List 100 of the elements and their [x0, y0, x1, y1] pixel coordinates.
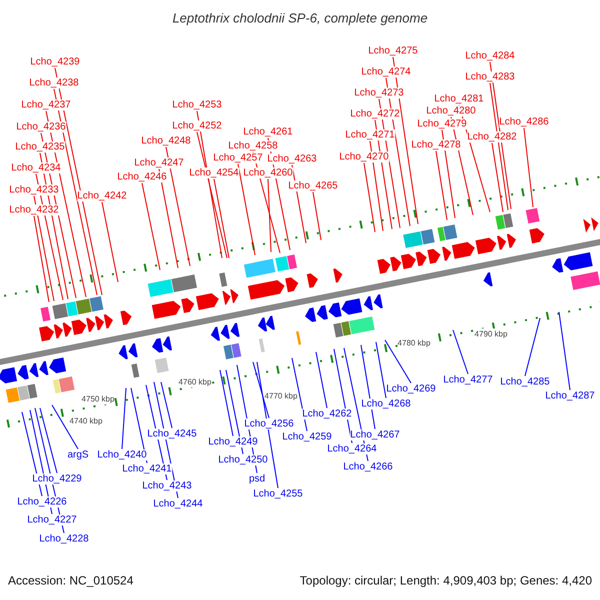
leader-line [268, 178, 272, 252]
gene-label: Lcho_4280 [426, 106, 476, 116]
gene-label: Lcho_4274 [361, 66, 411, 78]
gene-label: Lcho_4255 [253, 488, 303, 500]
leader-line [442, 130, 456, 218]
leader-line [436, 150, 448, 220]
leader-line [158, 168, 178, 268]
accession-label: Accession: NC_010524 [8, 576, 134, 586]
gene-label: Lcho_4227 [27, 514, 77, 526]
leader-line [364, 162, 376, 232]
gene-label: Lcho_4259 [282, 432, 332, 442]
leader-line [54, 88, 98, 296]
gene-label: Lcho_4250 [218, 454, 268, 466]
gene-label: Lcho_4237 [21, 100, 71, 110]
leader-line [196, 132, 228, 258]
leader-line [524, 128, 534, 208]
gene-label: Lcho_4256 [244, 418, 294, 430]
leader-line [238, 164, 256, 256]
gene-label: Lcho_4249 [208, 436, 258, 448]
scale-label: 4770 kbp [264, 390, 298, 402]
map-title: Leptothrix cholodnii SP-6, complete genome [172, 12, 428, 24]
leader-line [376, 342, 386, 398]
gene-label: Lcho_4245 [147, 428, 197, 440]
leader-line [102, 202, 118, 282]
gene-label: Lcho_4257 [213, 152, 263, 164]
scale-label: 4750 kbp [82, 394, 114, 404]
gene-label: Lcho_4254 [189, 168, 239, 178]
gene-label: Lcho_4253 [172, 100, 222, 110]
gene-label: Lcho_4264 [327, 444, 377, 454]
scale-label: 4740 kbp [70, 416, 102, 426]
leader-line [558, 312, 570, 390]
gene-label: Lcho_4248 [141, 136, 191, 146]
leader-line [256, 362, 278, 488]
gene-label: Lcho_4252 [172, 120, 222, 132]
gene-label: Lcho_4246 [117, 172, 167, 182]
gene-label: Lcho_4286 [499, 116, 549, 128]
gene-label: Lcho_4260 [243, 168, 293, 178]
gene-label: Lcho_4270 [339, 152, 389, 162]
leader-line [214, 178, 230, 258]
gene-label: Lcho_4279 [417, 118, 467, 130]
leader-line [392, 56, 418, 224]
gene-label: Lcho_4247 [134, 158, 184, 168]
gene-label: Lcho_4238 [29, 78, 79, 88]
gene-label: Lcho_4278 [411, 140, 461, 150]
leader-line [160, 382, 172, 428]
leader-line [312, 192, 322, 240]
gene-label: Lcho_4226 [17, 496, 67, 508]
leader-line [524, 318, 540, 376]
gene-label: Lcho_4275 [368, 46, 418, 56]
gene-label: Lcho_4236 [16, 122, 66, 132]
gene-label: Lcho_4284 [465, 50, 515, 62]
gene-label: Lcho_4271 [345, 130, 395, 140]
leader-line [360, 344, 376, 430]
gene-label: Lcho_4263 [267, 154, 317, 164]
leader-line [452, 330, 468, 374]
gene-label: psd [248, 474, 266, 484]
gene-label: Lcho_4272 [350, 108, 400, 120]
leader-line [316, 352, 328, 408]
gene-label: Lcho_4281 [434, 94, 484, 104]
gene-label: Lcho_4261 [243, 126, 293, 138]
leader-line [52, 404, 78, 450]
gene-label: Lcho_4287 [545, 390, 595, 402]
gene-label: Lcho_4240 [97, 450, 147, 460]
leader-line [252, 362, 270, 418]
leader-line [490, 82, 508, 210]
gene-label: Lcho_4269 [386, 384, 436, 394]
scale-label: 4780 kbp [398, 338, 430, 348]
gene-label: Lcho_4244 [153, 498, 203, 510]
leader-line [220, 370, 234, 436]
leader-line [40, 408, 58, 474]
leader-line [384, 340, 412, 384]
gene-label: Lcho_4233 [9, 184, 59, 196]
gene-label: Lcho_4241 [122, 464, 172, 474]
gene-label: Lcho_4258 [228, 140, 278, 152]
gene-label: Lcho_4283 [465, 72, 515, 82]
leader-line [22, 412, 42, 496]
gene-label: Lcho_4282 [467, 132, 517, 142]
scale-label: 4760 kbp [178, 376, 212, 388]
gene-label: Lcho_4242 [77, 190, 127, 202]
gene-label: Lcho_4228 [39, 534, 89, 544]
scale-label: 4790 kbp [474, 328, 508, 340]
gene-label: Lcho_4285 [500, 376, 550, 388]
gene-label: Lcho_4232 [9, 204, 59, 216]
gene-label: Lcho_4243 [142, 480, 192, 492]
gene-label: Lcho_4267 [350, 430, 400, 440]
gene-label: Lcho_4229 [32, 474, 82, 484]
gene-label: Lcho_4265 [288, 180, 338, 192]
gene-label: Lcho_4268 [361, 398, 411, 410]
gene-label: Lcho_4277 [443, 374, 493, 386]
leader-line [166, 146, 190, 266]
gene-label: Lcho_4262 [302, 408, 352, 420]
leader-line [370, 140, 384, 232]
genome-summary: Topology: circular; Length: 4,909,403 bp; Genes: 4,420 [300, 576, 592, 586]
gene-label: argS [67, 450, 89, 460]
leader-line [196, 110, 222, 258]
leader-line [122, 388, 126, 450]
leader-line [492, 142, 504, 212]
leader-line [142, 182, 160, 270]
leader-line [34, 196, 54, 302]
gene-label: Lcho_4266 [343, 462, 393, 472]
